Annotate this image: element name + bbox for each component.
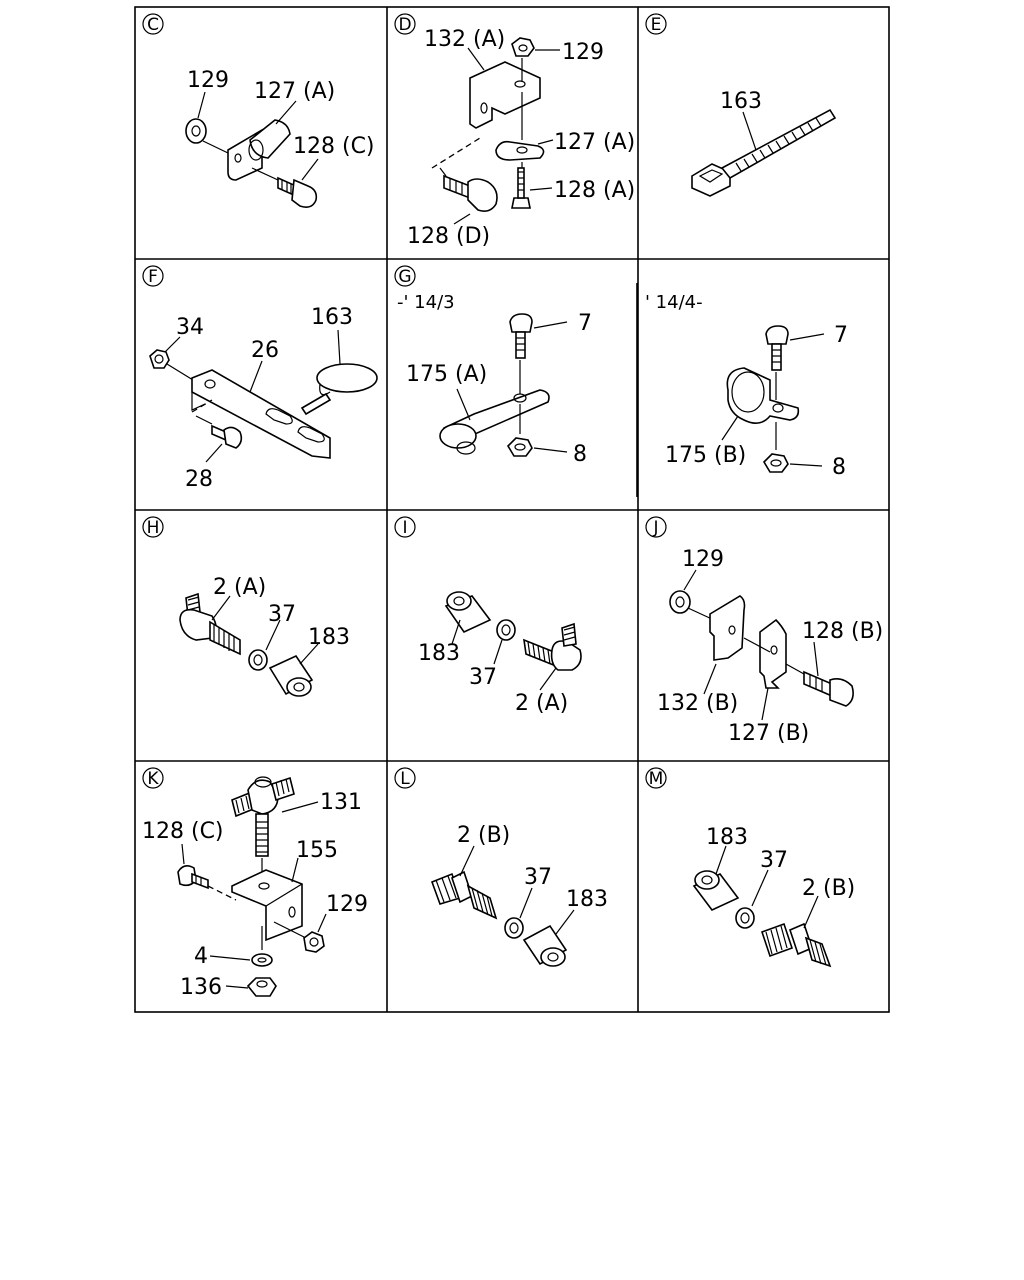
callout-37: 37 (524, 865, 552, 890)
panel-grid (134, 6, 890, 1013)
panel-c: C 129 127 (A) 128 (C) (142, 13, 375, 208)
panel-j: J 129 128 (B) 132 (B) 127 (B) (645, 516, 883, 746)
panel-k: K 131 (142, 767, 368, 1000)
callout-128c: 128 (C) (142, 819, 224, 844)
nut-icon (185, 118, 207, 144)
panel-letter: M (649, 769, 664, 789)
callout-129: 129 (326, 892, 368, 917)
nut-icon (303, 931, 325, 953)
callout-2b: 2 (B) (457, 823, 510, 848)
callout-132a: 132 (A) (424, 27, 505, 52)
washer-icon (251, 953, 273, 967)
washer-icon (496, 619, 516, 641)
panel-letter: C (147, 15, 159, 35)
washer-icon (248, 649, 268, 671)
variant-caption-right: ' 14/4- (645, 292, 703, 313)
clamp-icon (726, 367, 800, 424)
panel-h: H 2 (A) 37 183 (142, 516, 350, 697)
callout-183: 183 (418, 641, 460, 666)
callout-2b: 2 (B) (802, 876, 855, 901)
bolt-icon (291, 178, 318, 208)
callout-2a: 2 (A) (515, 691, 568, 716)
panel-letter: K (147, 769, 159, 789)
callout-127a: 127 (A) (254, 79, 335, 104)
panel-g: G -' 14/3 ' 14/4- 7 175 (A) 8 (394, 265, 848, 497)
nut-icon (506, 437, 533, 457)
callout-128d: 128 (D) (407, 224, 490, 249)
callout-4: 4 (194, 944, 208, 969)
panel-letter: L (400, 769, 410, 789)
callout-37: 37 (760, 848, 788, 873)
callout-8: 8 (573, 442, 587, 467)
bolt-icon (467, 178, 498, 212)
callout-132b: 132 (B) (657, 691, 738, 716)
hose-clamp-icon (316, 363, 378, 393)
bolt-icon (765, 325, 789, 345)
callout-175a: 175 (A) (406, 362, 487, 387)
callout-8: 8 (832, 455, 846, 480)
washer-icon (504, 917, 524, 939)
callout-28: 28 (185, 467, 213, 492)
callout-26: 26 (251, 338, 279, 363)
callout-128a: 128 (A) (554, 178, 635, 203)
callout-175b: 175 (B) (665, 443, 746, 468)
panel-letter: I (402, 518, 407, 538)
panel-letter: H (147, 518, 160, 538)
panel-f: F 34 26 163 28 (142, 265, 378, 492)
callout-129: 129 (682, 547, 724, 572)
callout-37: 37 (268, 602, 296, 627)
panel-m: M 183 37 2 (B) (645, 767, 855, 968)
panel-d: D 132 (A) 129 127 (A) 128 (A) 128 ( (394, 13, 635, 249)
callout-131: 131 (320, 790, 362, 815)
callout-128c: 128 (C) (293, 134, 375, 159)
bolt-icon (829, 678, 854, 707)
bolt-icon (509, 313, 533, 333)
callout-136: 136 (180, 975, 222, 1000)
clip-icon (495, 140, 545, 161)
cable-tie-icon (691, 163, 731, 197)
panel-i: I 183 37 2 (A) (394, 516, 582, 716)
callout-128b: 128 (B) (802, 619, 883, 644)
bracket-icon (469, 61, 541, 129)
callout-129: 129 (187, 68, 229, 93)
callout-183: 183 (706, 825, 748, 850)
callout-183: 183 (566, 887, 608, 912)
callout-163: 163 (720, 89, 762, 114)
fitting-icon (550, 640, 582, 671)
panel-e: E 163 (645, 13, 837, 197)
callout-34: 34 (176, 315, 204, 340)
panel-letter: D (398, 15, 411, 35)
bracket-icon (709, 595, 746, 661)
panel-l: L 2 (B) 37 183 (394, 767, 608, 967)
panel-letter: G (398, 267, 411, 287)
panel-letter: F (148, 267, 158, 287)
bracket-icon (191, 369, 331, 459)
nut-icon (762, 453, 789, 473)
nut-icon (669, 590, 691, 614)
bolt-icon (223, 426, 243, 449)
callout-127b: 127 (B) (728, 721, 809, 746)
variant-caption-left: -' 14/3 (397, 292, 455, 313)
panel-letter: E (651, 15, 662, 35)
washer-icon (735, 907, 755, 929)
callout-163: 163 (311, 305, 353, 330)
callout-129: 129 (562, 40, 604, 65)
callout-7: 7 (834, 323, 848, 348)
panel-letter: J (652, 518, 658, 538)
callout-37: 37 (469, 665, 497, 690)
nut-icon (149, 349, 170, 369)
callout-2a: 2 (A) (213, 575, 266, 600)
callout-183: 183 (308, 625, 350, 650)
callout-155: 155 (296, 838, 338, 863)
callout-7: 7 (578, 311, 592, 336)
nut-icon (511, 37, 535, 57)
callout-127a: 127 (A) (554, 130, 635, 155)
bolt-icon (511, 197, 531, 209)
